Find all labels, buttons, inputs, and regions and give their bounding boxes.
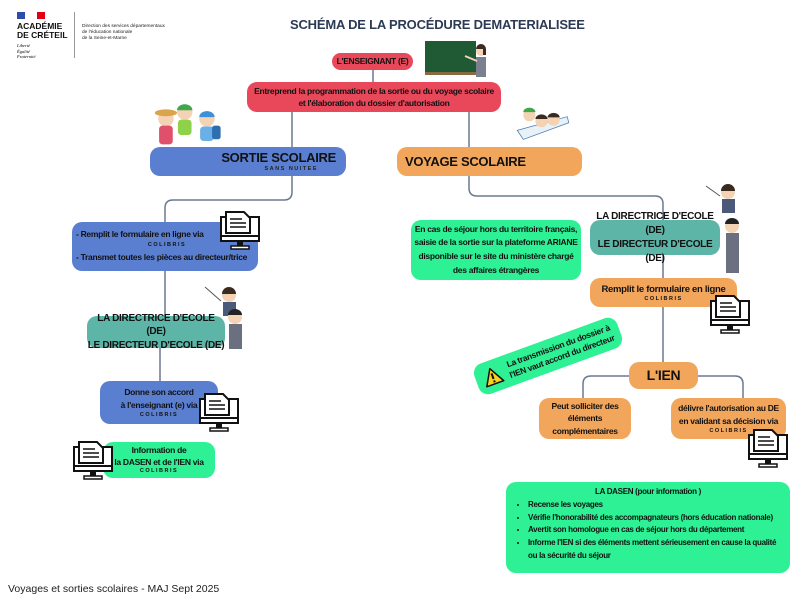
school-outing-title: SORTIE SCOLAIRE [221, 150, 336, 166]
dasen-title: LA DASEN (pour information ) [595, 487, 701, 496]
direction-line: de l'éducation nationale [82, 29, 133, 35]
director-box-left: LA DIRECTRICE D'ECOLE (DE) LE DIRECTEUR … [87, 313, 225, 351]
school-outing-box: SORTIE SCOLAIRE SANS NUITEE [150, 147, 346, 176]
teacher-chalkboard-illustration [425, 41, 486, 77]
fill-form-line-2: - Transmet toutes les pièces au directeu… [76, 252, 248, 263]
footer-text: Voyages et sorties scolaires - MAJ Sept … [8, 583, 220, 595]
agree-line-1: Donne son accord [124, 387, 194, 398]
undertakes-line-1: Entreprend la programmation de la sortie… [254, 85, 494, 96]
undertakes-line-2: et l'élaboration du dossier d'autorisati… [298, 98, 450, 108]
fill-form-line-1: - Remplit le formulaire en ligne via [76, 229, 204, 240]
dasen-item: Vérifie l'honorabilité des accompagnateu… [528, 512, 782, 525]
director-box-right: LA DIRECTRICE D'ECOLE (DE) LE DIRECTEUR … [590, 211, 720, 264]
teacher-box: L'ENSEIGNANT (E) [332, 53, 413, 70]
dasen-box: LA DASEN (pour information ) Recense les… [506, 482, 790, 573]
ariane-line: En cas de séjour hors du territoire fran… [414, 223, 578, 234]
colibris-label: COLIBRIS [139, 468, 179, 475]
french-flag-icon [17, 12, 68, 19]
colibris-label: COLIBRIS [709, 427, 748, 434]
computer-form-icon [199, 393, 239, 432]
academy-logo: ACADÉMIE DE CRÉTEIL Liberté Égalité Frat… [17, 12, 68, 60]
undertakes-box: Entreprend la programmation de la sortie… [247, 82, 501, 112]
page-title: SCHÉMA DE LA PROCÉDURE DEMATERIALISEE [290, 17, 585, 32]
info-dasen-ien-box: Information de la DASEN et de l'IEN via … [103, 442, 215, 478]
colibris-label: COLIBRIS [147, 241, 187, 248]
computer-form-icon [220, 211, 260, 250]
motto-1: Liberté [17, 42, 30, 48]
dasen-item: Avertit son homologue en cas de séjour h… [528, 524, 782, 537]
direction-line: Direction des services départementaux [82, 24, 165, 29]
info-line-1: Information de [131, 445, 187, 456]
logo-divider [74, 12, 75, 58]
deliver-line-2: en validant sa décision via [678, 416, 779, 427]
school-outing-subtitle: SANS NUITEE [264, 166, 318, 172]
logo-line-2: DE CRÉTEIL [17, 30, 68, 41]
deliver-line-1: délivre l'autorisation au DE [678, 403, 779, 414]
deliver-authorization-box: délivre l'autorisation au DE en validant… [671, 398, 786, 439]
motto-2: Égalité [17, 48, 30, 54]
request-elements-box: Peut solliciter des éléments complémenta… [539, 398, 631, 439]
give-agreement-box: Donne son accord à l'enseignant (e) via … [100, 381, 218, 424]
ien-box: L'IEN [629, 362, 698, 389]
warning-box: La transmission du dossier à l'IEN vaut … [471, 314, 625, 398]
directors-illustration [705, 184, 739, 273]
director-line-1: LA DIRECTRICE D'ECOLE (DE) [97, 312, 215, 338]
logo-line-1: ACADÉMIE [17, 21, 63, 31]
director-line-2: LE DIRECTEUR D'ECOLE (DE) [87, 339, 225, 351]
direction-text: Direction des services départementaux de… [82, 24, 165, 42]
ariane-line: saisie de la sortie sur la plateforme AR… [414, 237, 578, 248]
motto-3: Fraternité [17, 54, 36, 60]
ariane-box: En cas de séjour hors du territoire fran… [411, 220, 581, 280]
fill-form-line: Remplit le formulaire en ligne [601, 283, 726, 295]
agree-line-2: à l'enseignant (e) via [120, 400, 198, 411]
dasen-item: Informe l'IEN si des éléments mettent sé… [528, 537, 782, 563]
direction-line: de la Seine-et-Marne [82, 35, 127, 41]
children-walking-illustration [154, 104, 221, 145]
computer-form-icon [748, 429, 788, 468]
ariane-line: disponible sur le site du ministère char… [418, 251, 574, 261]
request-line: éléments [567, 413, 603, 424]
children-airplane-illustration [516, 107, 570, 140]
info-line-2: la DASEN et de l'IEN via [114, 456, 204, 467]
ariane-line: des affaires étrangères [452, 264, 540, 275]
school-trip-box: VOYAGE SCOLAIRE [397, 147, 582, 176]
computer-form-icon [710, 295, 750, 334]
colibris-label: COLIBRIS [139, 411, 179, 418]
director-line-2: LE DIRECTEUR D'ECOLE (DE) [597, 238, 713, 264]
computer-form-icon [73, 441, 113, 480]
director-line-1: LA DIRECTRICE D'ECOLE (DE) [596, 210, 714, 236]
warning-icon [486, 367, 505, 388]
colibris-label: COLIBRIS [644, 295, 683, 302]
directors-illustration [204, 286, 242, 349]
dasen-item: Recense les voyages [528, 499, 782, 512]
request-line: complémentaires [552, 425, 618, 436]
request-line: Peut solliciter des [551, 401, 619, 412]
